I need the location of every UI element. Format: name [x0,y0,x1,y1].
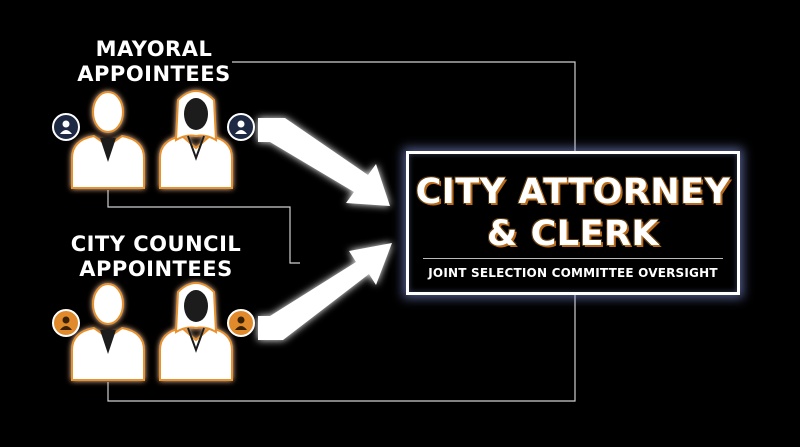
connector-bottom [107,295,576,402]
target-title-line2: & CLERK [486,214,660,254]
person-female-icon-1 [159,90,233,189]
connector-mid [107,190,300,264]
target-subtitle: JOINT SELECTION COMMITTEE OVERSIGHT [428,266,718,280]
arrow-mayoral [258,118,390,206]
council-label-line1: CITY COUNCIL [70,232,242,256]
council-label-line2: APPOINTEES [79,257,233,281]
person-male-icon-1 [71,91,145,189]
mayoral-appointees-label: MAYORAL APPOINTEES [44,37,264,87]
divider [423,258,723,259]
council-appointees-label: CITY COUNCIL APPOINTEES [46,232,266,282]
person-male-icon-2 [71,283,145,381]
arrow-council [258,243,392,340]
connector-top [232,61,576,151]
city-attorney-clerk-box: CITY ATTORNEY & CLERK JOINT SELECTION CO… [406,151,740,295]
user-badge-icon-council-left [52,309,80,337]
mayoral-label-line2: APPOINTEES [77,62,231,86]
user-badge-icon-mayoral-right [227,113,255,141]
target-title-line1: CITY ATTORNEY [415,172,731,212]
person-female-icon-2 [159,282,233,381]
mayoral-label-line1: MAYORAL [95,37,213,61]
user-badge-icon-council-right [227,309,255,337]
user-badge-icon-mayoral-left [52,113,80,141]
